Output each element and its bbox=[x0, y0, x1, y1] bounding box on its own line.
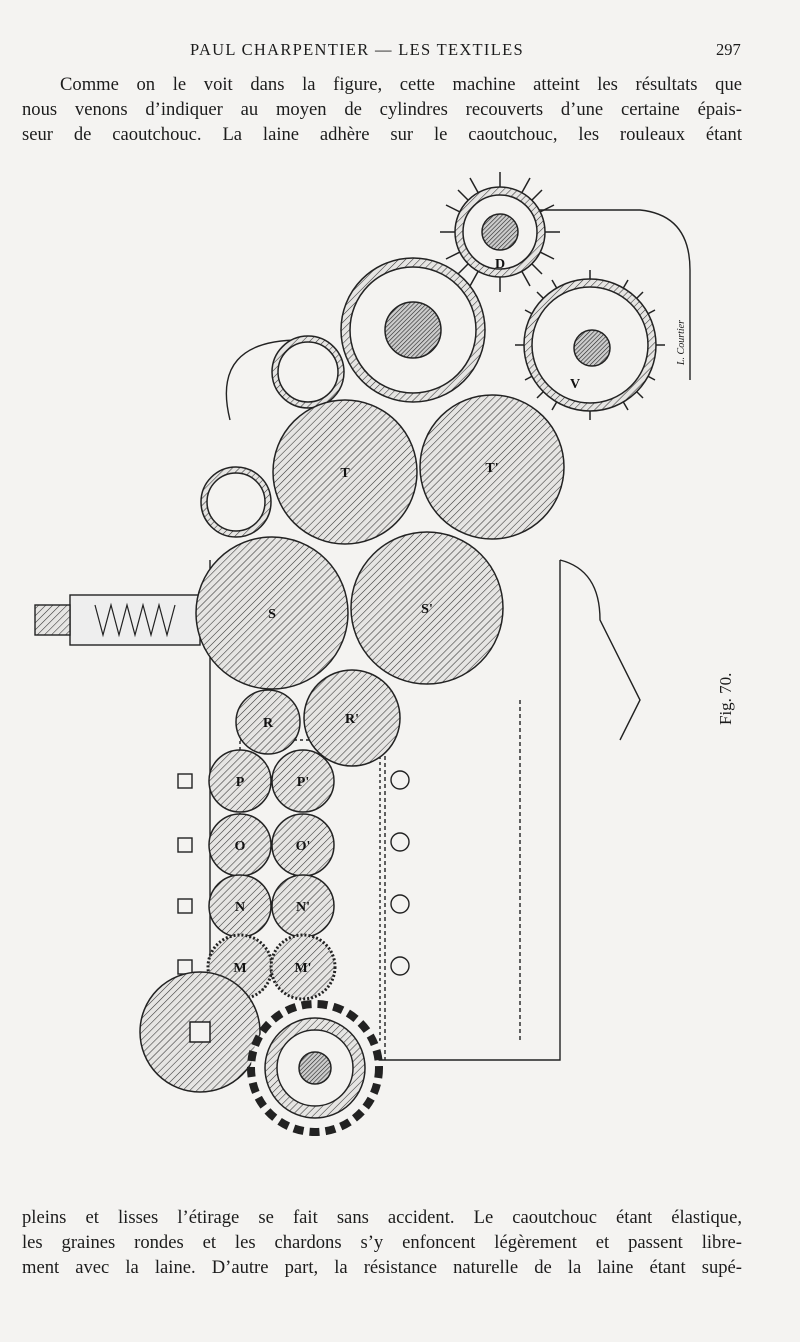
text-line: pleins et lisses l’étirage se fait sans … bbox=[22, 1207, 742, 1228]
page-number: 297 bbox=[716, 40, 741, 59]
roll-label-n: N bbox=[235, 900, 245, 915]
text-line: seur de caoutchouc. La laine adhère sur … bbox=[22, 124, 742, 145]
roll-label-n-prime: N' bbox=[296, 900, 310, 915]
text-line: Comme on le voit dans la figure, cette m… bbox=[60, 74, 742, 95]
roll-label-d: D bbox=[495, 257, 505, 272]
roll-label-p: P bbox=[236, 775, 245, 790]
roll-label-o-prime: O' bbox=[296, 839, 311, 854]
roll-label-v: V bbox=[570, 377, 580, 392]
roll-label-s-prime: S' bbox=[421, 602, 433, 617]
figure-caption: Fig. 70. bbox=[716, 672, 735, 725]
roll-label-r: R bbox=[263, 716, 274, 731]
machine-illustration: D V T T' S S' R R' P P' O O' N N' M M' bbox=[34, 172, 691, 1136]
top-paragraph: Comme on le voit dans la figure, cette m… bbox=[22, 72, 742, 147]
roll-label-s: S bbox=[268, 607, 276, 622]
roll-label-o: O bbox=[235, 839, 246, 854]
text-line: ment avec la laine. D’autre part, la rés… bbox=[22, 1257, 742, 1278]
roll-label-p-prime: P' bbox=[297, 775, 309, 790]
text-line: les graines rondes et les chardons s’y e… bbox=[22, 1232, 742, 1253]
text-line: nous venons d’indiquer au moyen de cylin… bbox=[22, 99, 742, 120]
roll-label-r-prime: R' bbox=[345, 712, 359, 727]
figure-70-machine-drawing: D V T T' S S' R R' P P' O O' N N' M M' L… bbox=[0, 160, 800, 1200]
running-title: PAUL CHARPENTIER — LES TEXTILES bbox=[190, 40, 524, 59]
roll-label-t-prime: T' bbox=[485, 461, 498, 476]
running-head: PAUL CHARPENTIER — LES TEXTILES 297 bbox=[0, 40, 800, 64]
roll-label-m-prime: M' bbox=[294, 961, 311, 976]
roll-label-t: T bbox=[340, 466, 350, 481]
bottom-paragraph: pleins et lisses l’étirage se fait sans … bbox=[22, 1205, 742, 1280]
roll-label-m: M bbox=[233, 961, 246, 976]
illustrator-signature: L. Courtier bbox=[676, 319, 687, 365]
